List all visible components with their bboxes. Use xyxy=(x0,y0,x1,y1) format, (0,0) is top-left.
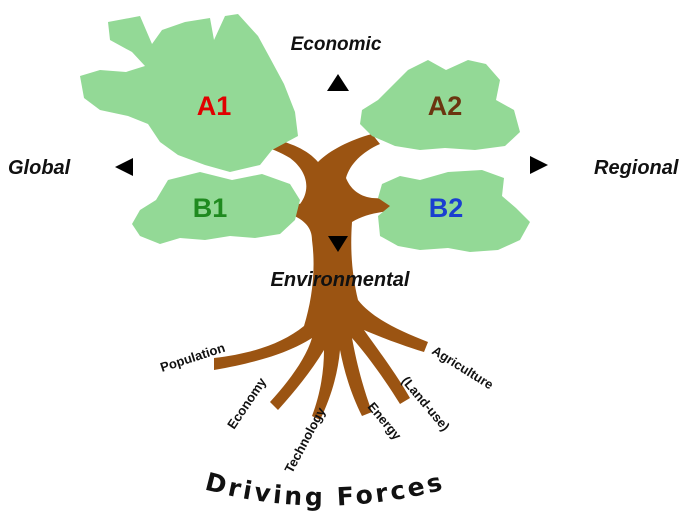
root-label-energy: Energy xyxy=(365,399,405,443)
root-label-land-use: (Land-use) xyxy=(399,373,453,434)
axis-label-environmental: Environmental xyxy=(271,269,410,291)
driving-forces-text: Driving Forces xyxy=(202,467,444,512)
root-label-technology: Technology xyxy=(281,404,328,475)
foliage-b2 xyxy=(378,170,530,252)
scenario-label-b1: B1 xyxy=(193,193,228,223)
left-arrow-icon xyxy=(115,158,133,176)
scenario-label-a2: A2 xyxy=(428,91,463,121)
foliage-b1 xyxy=(132,172,300,244)
axis-label-economic: Economic xyxy=(291,34,382,55)
down-arrow-icon xyxy=(328,236,348,252)
scenario-label-a1: A1 xyxy=(197,91,232,121)
axis-label-global: Global xyxy=(8,157,71,179)
root-label-agriculture: Agriculture xyxy=(429,343,496,392)
right-arrow-icon xyxy=(530,156,548,174)
root-label-population: Population xyxy=(158,340,227,375)
foliage xyxy=(80,14,530,252)
scenario-label-b2: B2 xyxy=(429,193,464,223)
foliage-a2 xyxy=(360,60,520,150)
up-arrow-icon xyxy=(327,74,349,91)
direction-arrows xyxy=(115,74,548,252)
axis-label-regional: Regional xyxy=(594,157,679,179)
driving-forces-title: Driving Forces xyxy=(202,467,447,512)
root-label-economy: Economy xyxy=(224,374,270,432)
foliage-a1 xyxy=(80,14,298,172)
